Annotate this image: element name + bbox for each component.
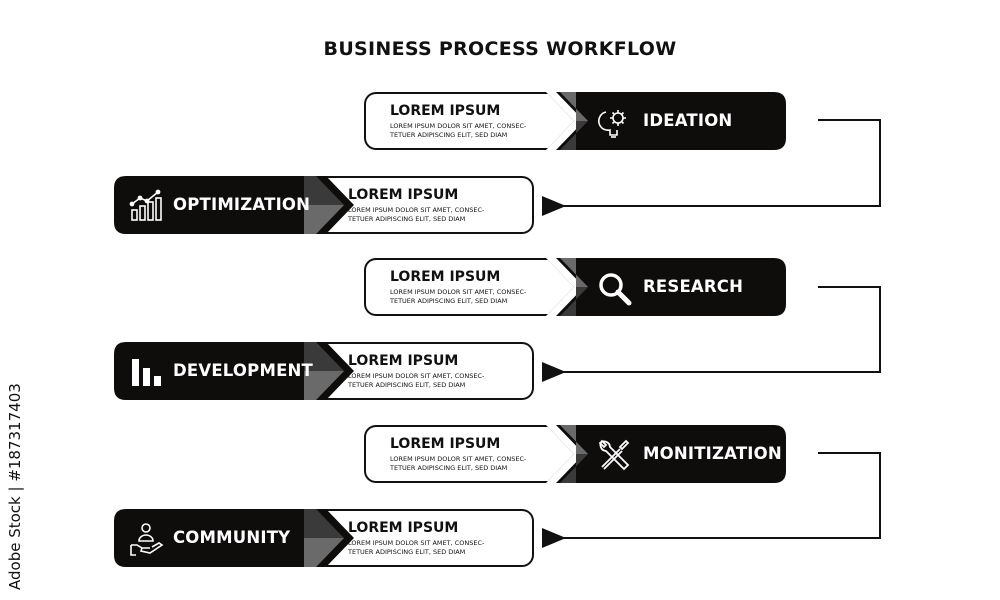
step-development: LOREM IPSUM LOREM IPSUM DOLOR SIT AMET, …	[114, 342, 534, 400]
step-heading: LOREM IPSUM	[348, 353, 459, 369]
step-optimization: LOREM IPSUM LOREM IPSUM DOLOR SIT AMET, …	[114, 176, 534, 234]
step-band: MONITIZATION	[546, 425, 786, 483]
hand-person-icon	[130, 523, 164, 556]
connector-ideation-optimization	[542, 119, 881, 216]
step-research: LOREM IPSUM LOREM IPSUM DOLOR SIT AMET, …	[364, 258, 786, 316]
step-label: DEVELOPMENT	[173, 361, 314, 380]
band-shape	[546, 92, 786, 150]
step-heading: LOREM IPSUM	[348, 187, 459, 203]
band-shape	[114, 509, 354, 567]
magnifier-icon	[599, 273, 632, 306]
lightbulb-gear-icon	[597, 110, 626, 138]
step-card: LOREM IPSUM LOREM IPSUM DOLOR SIT AMET, …	[304, 509, 534, 567]
step-label: MONITIZATION	[643, 444, 782, 463]
step-card: LOREM IPSUM LOREM IPSUM DOLOR SIT AMET, …	[304, 176, 534, 234]
step-band: DEVELOPMENT	[114, 342, 354, 400]
tools-icon	[598, 439, 630, 471]
step-label: IDEATION	[643, 111, 733, 130]
connector-monitization-community	[542, 452, 881, 548]
step-heading: LOREM IPSUM	[390, 103, 501, 119]
page-title: BUSINESS PROCESS WORKFLOW	[323, 38, 677, 60]
band-shape	[546, 425, 786, 483]
step-description: LOREM IPSUM DOLOR SIT AMET, CONSEC-TETUE…	[390, 288, 527, 305]
bar-chart-icon	[132, 359, 161, 386]
band-shape	[114, 342, 354, 400]
step-description: LOREM IPSUM DOLOR SIT AMET, CONSEC-TETUE…	[348, 372, 485, 389]
step-description: LOREM IPSUM DOLOR SIT AMET, CONSEC-TETUE…	[390, 455, 527, 472]
step-band: RESEARCH	[546, 258, 786, 316]
step-band: OPTIMIZATION	[114, 176, 354, 234]
step-band: IDEATION	[546, 92, 786, 150]
step-description: LOREM IPSUM DOLOR SIT AMET, CONSEC-TETUE…	[348, 206, 485, 223]
connector-research-development	[542, 286, 881, 382]
step-label: OPTIMIZATION	[173, 195, 311, 214]
step-community: LOREM IPSUM LOREM IPSUM DOLOR SIT AMET, …	[114, 509, 534, 567]
step-label: RESEARCH	[643, 277, 744, 296]
step-monitization: LOREM IPSUM LOREM IPSUM DOLOR SIT AMET, …	[364, 425, 786, 483]
step-heading: LOREM IPSUM	[348, 520, 459, 536]
band-shape	[546, 258, 786, 316]
step-label: COMMUNITY	[173, 528, 291, 547]
step-ideation: LOREM IPSUM LOREM IPSUM DOLOR SIT AMET, …	[364, 92, 786, 150]
step-description: LOREM IPSUM DOLOR SIT AMET, CONSEC-TETUE…	[348, 539, 485, 556]
step-heading: LOREM IPSUM	[390, 436, 501, 452]
step-heading: LOREM IPSUM	[390, 269, 501, 285]
step-description: LOREM IPSUM DOLOR SIT AMET, CONSEC-TETUE…	[390, 122, 527, 139]
band-shape	[114, 176, 354, 234]
step-band: COMMUNITY	[114, 509, 354, 567]
growth-chart-icon	[129, 189, 162, 221]
